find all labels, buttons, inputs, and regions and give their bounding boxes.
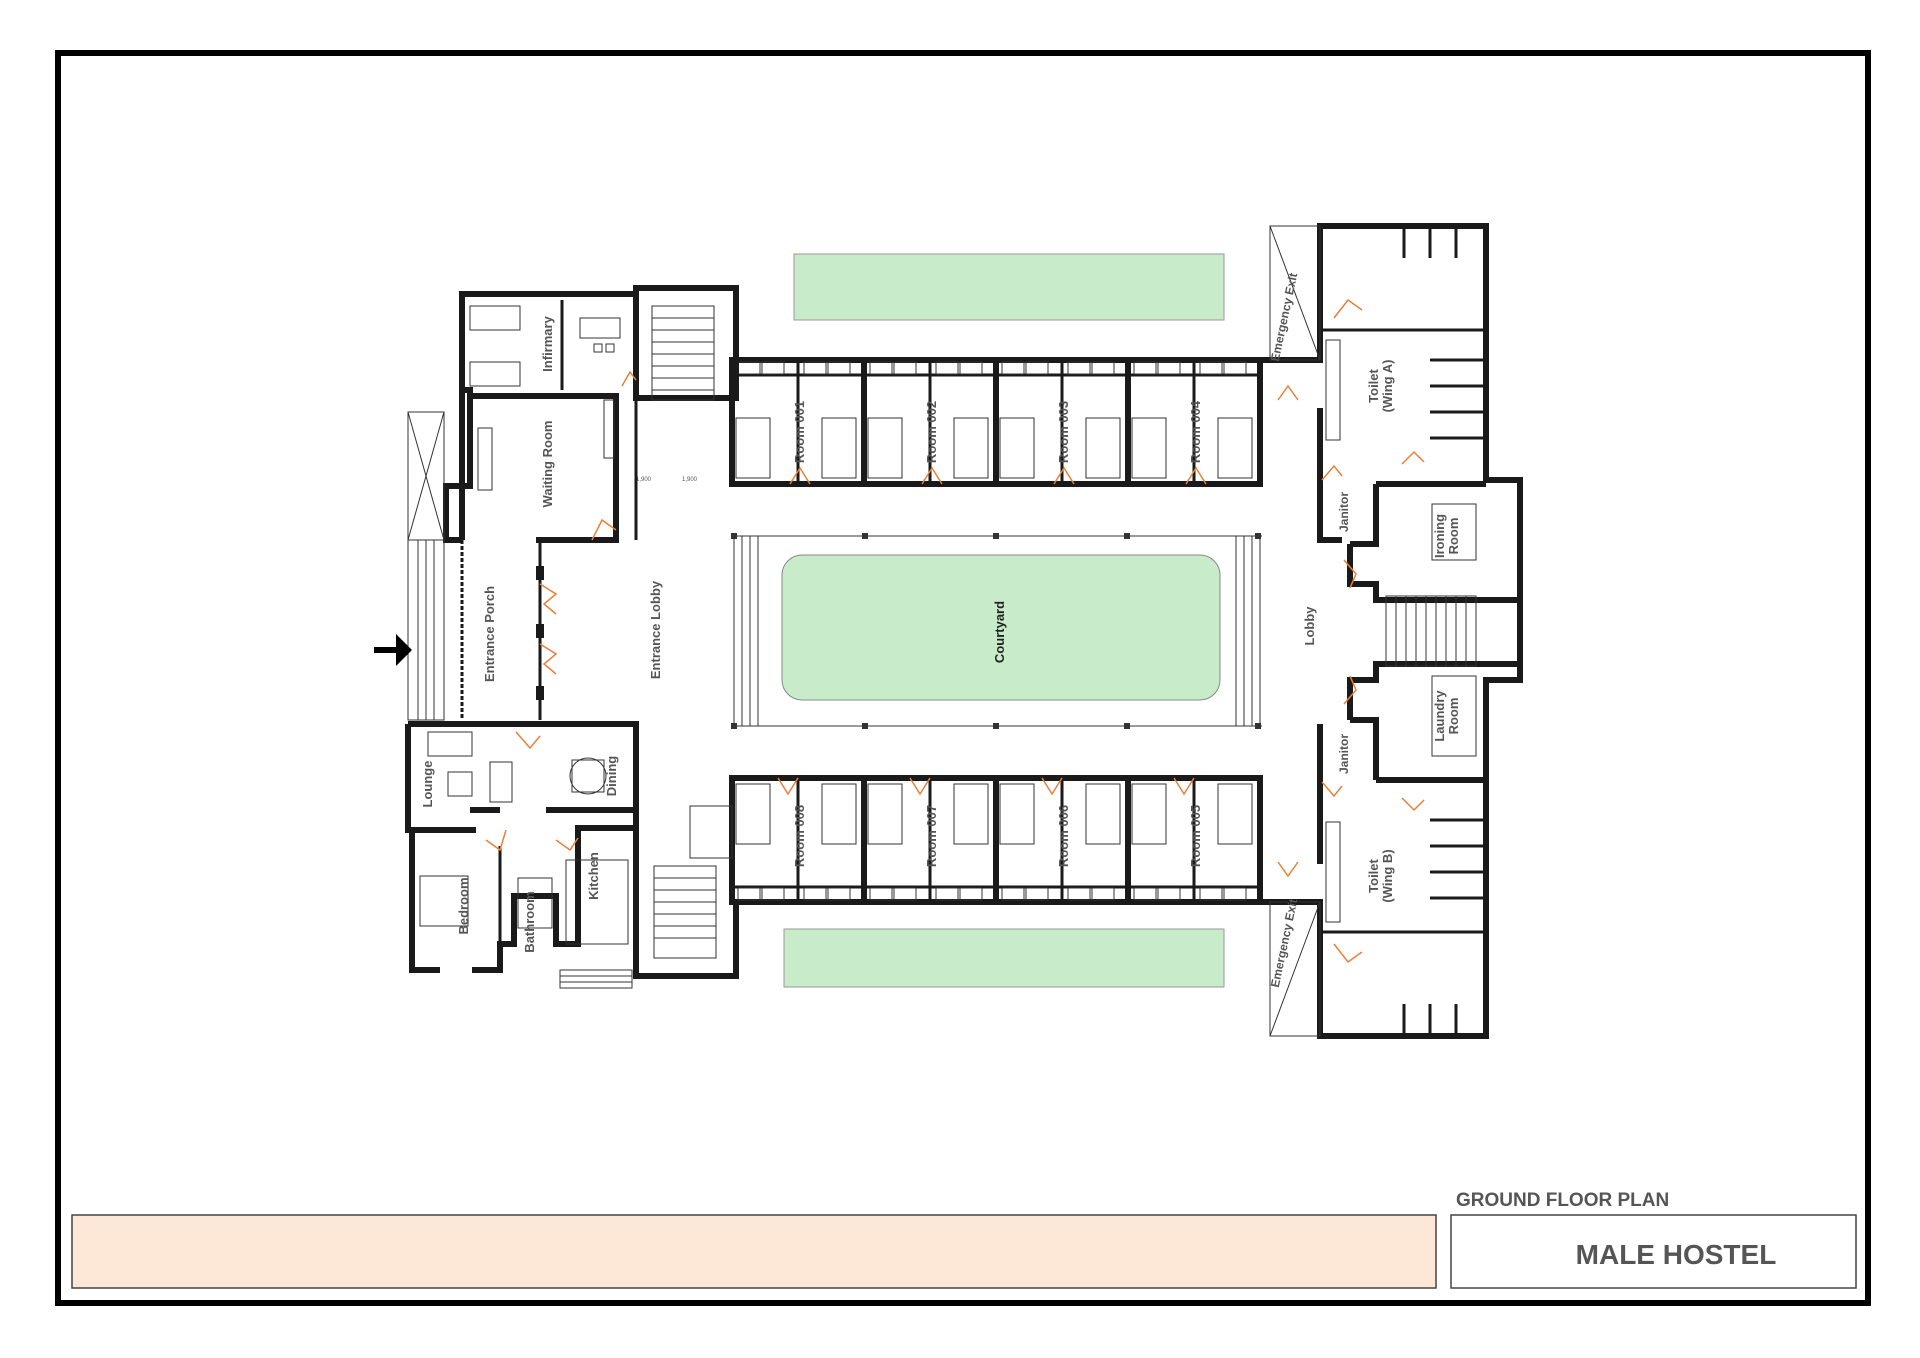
label-room-006: Room 006 — [1056, 805, 1071, 867]
label-toilet-wing-a-1: Toilet — [1366, 368, 1381, 402]
label-emergency-exit-top: Emergency Exit — [1268, 272, 1300, 363]
sheet-title: GROUND FLOOR PLAN — [1456, 1190, 1669, 1211]
label-entrance-lobby: Entrance Lobby — [648, 580, 663, 679]
label-emergency-exit-bottom: Emergency Exit — [1268, 898, 1300, 989]
project-name: MALE HOSTEL — [1576, 1239, 1777, 1270]
green-space-top — [793, 253, 1225, 321]
dimension-b: 1,900 — [682, 477, 698, 483]
label-courtyard: Courtyard — [992, 601, 1007, 663]
label-janitor-top: Janitor — [1337, 492, 1351, 532]
label-infirmary: Infirmary — [540, 315, 555, 371]
label-ironing-2: Room — [1446, 518, 1461, 555]
entry-arrow-icon — [374, 634, 412, 666]
label-toilet-wing-b-2: (Wing B) — [1380, 849, 1395, 902]
label-lounge: Lounge — [420, 761, 435, 808]
label-room-004: Room 004 — [1188, 400, 1203, 463]
label-janitor-bottom: Janitor — [1337, 734, 1351, 774]
label-toilet-wing-a-2: (Wing A) — [1380, 360, 1395, 413]
label-laundry-2: Room — [1446, 698, 1461, 735]
sheet-border — [55, 50, 1871, 1306]
label-kitchen: Kitchen — [586, 852, 601, 900]
green-space-bottom — [783, 928, 1225, 988]
label-waiting-room: Waiting Room — [540, 421, 555, 508]
label-room-008: Room 008 — [792, 805, 807, 867]
dimension-a: 1,900 — [636, 477, 652, 483]
entrance-steps — [407, 411, 558, 721]
courtyard-lawn — [781, 554, 1221, 701]
label-laundry-1: Laundry — [1432, 690, 1447, 742]
label-ironing-1: Ironing — [1432, 514, 1447, 558]
label-room-001: Room 001 — [792, 401, 807, 463]
label-bedroom: Bedroom — [456, 877, 471, 934]
right-wing — [1260, 223, 1523, 1039]
label-lobby: Lobby — [1302, 606, 1317, 646]
label-bathroom: Bathroom — [522, 891, 537, 952]
label-dining: Dining — [604, 756, 619, 796]
bottom-rooms-block — [729, 775, 1263, 905]
label-entrance-porch: Entrance Porch — [482, 586, 497, 682]
label-room-005: Room 005 — [1188, 805, 1203, 867]
label-room-007: Room 007 — [924, 805, 939, 867]
label-toilet-wing-b-1: Toilet — [1366, 858, 1381, 892]
left-lower-wing — [405, 721, 739, 989]
title-box — [1450, 1214, 1857, 1289]
courtyard-colonnade — [731, 533, 1262, 729]
top-rooms-block — [729, 357, 1263, 487]
label-room-002: Room 002 — [924, 401, 939, 463]
label-room-003: Room 003 — [1056, 401, 1071, 463]
left-upper-wing — [443, 285, 739, 543]
title-band — [71, 1214, 1437, 1289]
